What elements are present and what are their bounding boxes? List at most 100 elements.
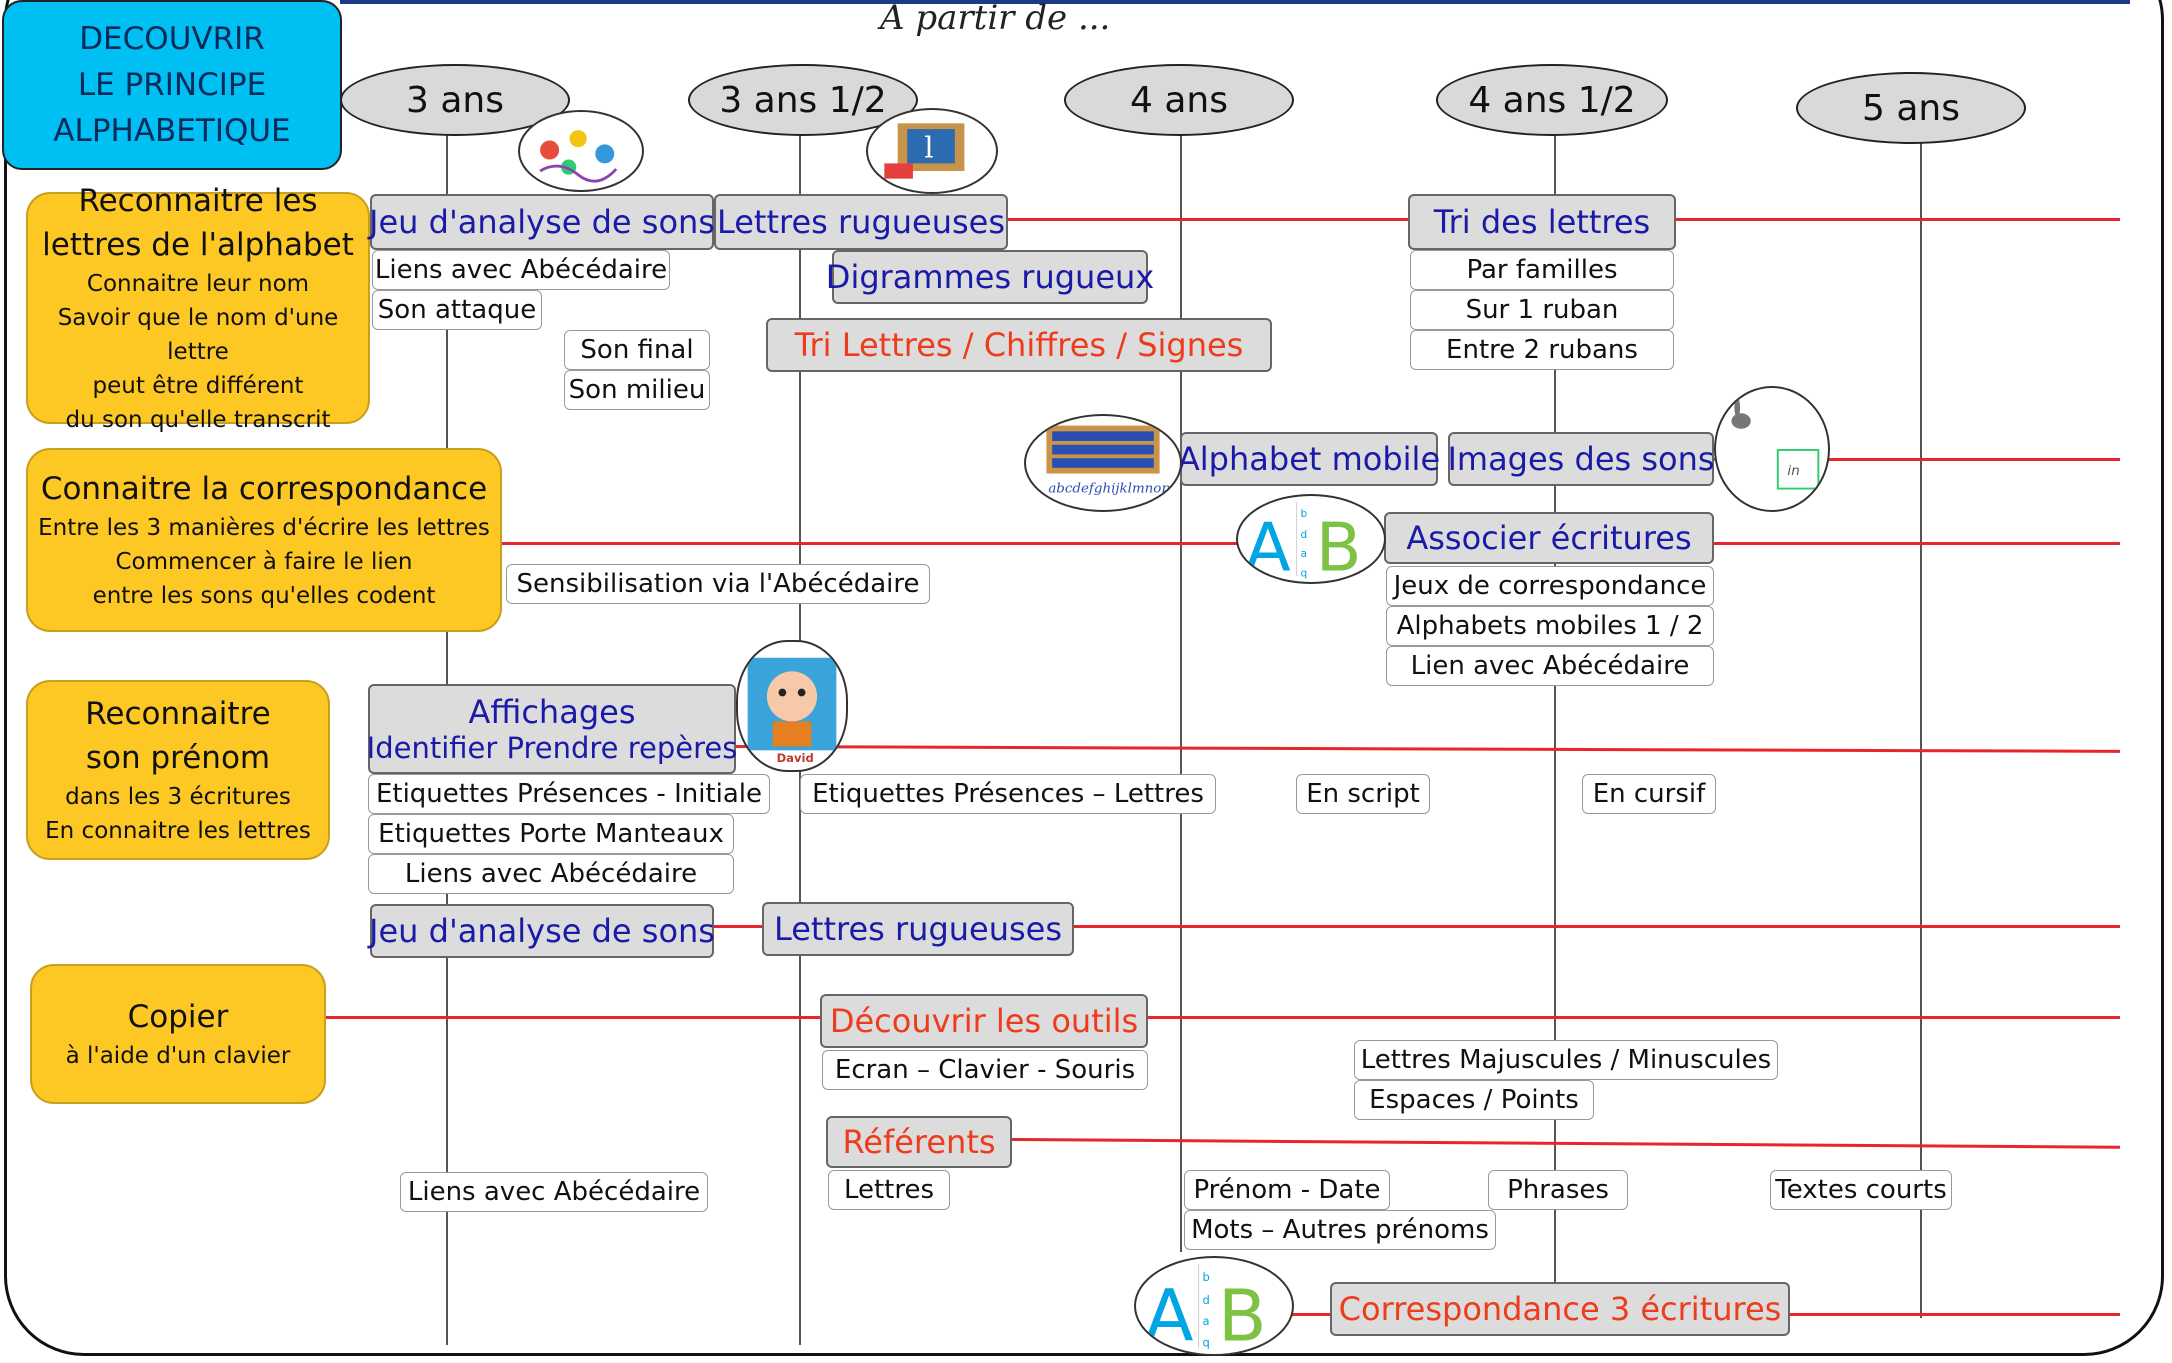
category-line: En connaitre les lettres bbox=[45, 818, 311, 844]
abc-card-image: A b d a q B bbox=[1236, 494, 1386, 584]
category-line: peut être différent bbox=[92, 373, 304, 399]
category-title: Connaitre la correspondance bbox=[40, 471, 488, 507]
category-title: Copier bbox=[127, 999, 229, 1035]
activity-correspondance-3-ecritures: Correspondance 3 écritures bbox=[1330, 1282, 1790, 1336]
letter-small: a bbox=[1300, 548, 1306, 560]
age-5: 5 ans bbox=[1796, 72, 2026, 144]
title-line: DECOUVRIR bbox=[79, 21, 265, 57]
category-line: Savoir que le nom d'une lettre bbox=[57, 305, 339, 365]
category-line: Entre les 3 manières d'écrire les lettre… bbox=[38, 515, 490, 541]
category-line: entre les sons qu'elles codent bbox=[92, 583, 436, 609]
category-title: Reconnaitre bbox=[85, 696, 271, 732]
detail-phrases: Phrases bbox=[1488, 1170, 1628, 1210]
letter-small: d bbox=[1202, 1293, 1209, 1307]
detail-liens-abecedaire: Liens avec Abécédaire bbox=[372, 250, 670, 290]
timeline-lettres-rugueuses bbox=[710, 925, 2120, 928]
detail-par-familles: Par familles bbox=[1410, 250, 1674, 290]
activity-images-des-sons: Images des sons bbox=[1447, 432, 1715, 486]
activity-associer-ecritures: Associer écritures bbox=[1384, 512, 1714, 564]
top-border-line bbox=[340, 0, 2130, 4]
letter-b: B bbox=[1218, 1275, 1267, 1354]
activity-affichages-title: Affichages bbox=[468, 693, 636, 731]
category-line: Connaitre leur nom bbox=[86, 271, 310, 297]
detail-en-cursif: En cursif bbox=[1582, 774, 1716, 814]
letter-small: q bbox=[1300, 567, 1307, 579]
detail-etiquettes-manteaux: Etiquettes Porte Manteaux bbox=[368, 814, 734, 854]
mobile-alphabet-image: abcdefghijklmnop bbox=[1024, 414, 1182, 512]
activity-alphabet-mobile: Alphabet mobile bbox=[1178, 432, 1440, 486]
abc-card-image-2: A b d a q B bbox=[1134, 1256, 1294, 1356]
age-4: 4 ans bbox=[1064, 64, 1294, 136]
detail-son-attaque: Son attaque bbox=[372, 290, 542, 330]
detail-entre-rubans: Entre 2 rubans bbox=[1410, 330, 1674, 370]
letter-b: B bbox=[1316, 509, 1362, 582]
age-line-4 bbox=[1180, 132, 1182, 1252]
category-copier: Copier à l'aide d'un clavier bbox=[30, 964, 326, 1104]
letter-small: a bbox=[1202, 1314, 1209, 1328]
age-4-5: 4 ans 1/2 bbox=[1436, 64, 1668, 136]
letter-small: b bbox=[1202, 1270, 1209, 1284]
category-line: à l'aide d'un clavier bbox=[65, 1043, 291, 1069]
image-tag: in bbox=[1787, 463, 1799, 479]
detail-textes-courts: Textes courts bbox=[1770, 1170, 1952, 1210]
title-box: DECOUVRIR LE PRINCIPE ALPHABETIQUE bbox=[2, 0, 342, 170]
detail-lettres: Lettres bbox=[828, 1170, 950, 1210]
detail-sensibilisation: Sensibilisation via l'Abécédaire bbox=[506, 564, 930, 604]
letter-small: b bbox=[1300, 508, 1307, 520]
age-line-5 bbox=[1920, 138, 1922, 1318]
svg-text:abcdefghijklmnop: abcdefghijklmnop bbox=[1048, 482, 1170, 497]
category-line: du son qu'elle transcrit bbox=[65, 407, 331, 433]
activity-digrammes-rugueux: Digrammes rugueux bbox=[826, 250, 1154, 304]
avatar-name: David bbox=[777, 751, 814, 765]
detail-etiquettes-lettres: Etiquettes Présences – Lettres bbox=[800, 774, 1216, 814]
category-line: Commencer à faire le lien bbox=[115, 549, 413, 575]
activity-lettres-rugueuses: Lettres rugueuses bbox=[714, 194, 1008, 250]
activity-referents: Référents bbox=[826, 1116, 1012, 1168]
title-line: ALPHABETIQUE bbox=[53, 113, 291, 149]
detail-liens-abecedaire-3: Liens avec Abécédaire bbox=[400, 1172, 708, 1212]
activity-jeu-analyse-sons: Jeu d'analyse de sons bbox=[369, 194, 715, 250]
letter-small: q bbox=[1202, 1335, 1209, 1349]
detail-espaces-points: Espaces / Points bbox=[1354, 1080, 1594, 1120]
title-line: LE PRINCIPE bbox=[77, 67, 267, 103]
rough-letters-image: l bbox=[866, 108, 998, 194]
category-title: lettres de l'alphabet bbox=[42, 227, 354, 263]
age-3: 3 ans bbox=[340, 64, 570, 136]
category-title: Reconnaitre les bbox=[78, 183, 318, 219]
activity-decouvrir-outils: Découvrir les outils bbox=[820, 994, 1148, 1048]
detail-alphabets-mobiles: Alphabets mobiles 1 / 2 bbox=[1386, 606, 1714, 646]
svg-text:l: l bbox=[924, 131, 933, 165]
detail-lien-abecedaire: Lien avec Abécédaire bbox=[1386, 646, 1714, 686]
detail-son-final: Son final bbox=[564, 330, 710, 370]
detail-mots-autres-prenoms: Mots – Autres prénoms bbox=[1184, 1210, 1496, 1250]
detail-en-script: En script bbox=[1296, 774, 1430, 814]
category-alphabet: Reconnaitre les lettres de l'alphabet Co… bbox=[26, 183, 370, 433]
category-title: son prénom bbox=[85, 740, 271, 776]
category-correspondance: Connaitre la correspondance Entre les 3 … bbox=[26, 448, 502, 632]
activity-tri-signes: Tri Lettres / Chiffres / Signes bbox=[766, 318, 1272, 372]
letter-small: d bbox=[1300, 529, 1307, 541]
rabbit-image: in bbox=[1714, 386, 1830, 512]
detail-jeux-correspondance: Jeux de correspondance bbox=[1386, 566, 1714, 606]
sound-game-image bbox=[518, 110, 644, 192]
detail-liens-abecedaire-2: Liens avec Abécédaire bbox=[368, 854, 734, 894]
detail-majuscules-minuscules: Lettres Majuscules / Minuscules bbox=[1354, 1040, 1778, 1080]
activity-jeu-analyse-sons-2: Jeu d'analyse de sons bbox=[369, 904, 715, 958]
timeline-images-sons bbox=[1700, 458, 2120, 461]
detail-etiquettes-initiale: Etiquettes Présences - Initiale bbox=[368, 774, 770, 814]
detail-ecran-clavier-souris: Ecran – Clavier - Souris bbox=[822, 1050, 1148, 1090]
activity-lettres-rugueuses-2: Lettres rugueuses bbox=[762, 902, 1074, 956]
detail-sur-ruban: Sur 1 ruban bbox=[1410, 290, 1674, 330]
activity-affichages: Affichages Identifier Prendre repères bbox=[366, 684, 738, 774]
subtitle: A partir de ... bbox=[880, 0, 1111, 38]
diagram-frame bbox=[4, 0, 2164, 1356]
timeline-copier bbox=[322, 1016, 2120, 1019]
category-prenom: Reconnaitre son prénom dans les 3 écritu… bbox=[26, 680, 330, 860]
category-line: dans les 3 écritures bbox=[65, 784, 291, 810]
age-line-4-5 bbox=[1554, 132, 1556, 1312]
detail-prenom-date: Prénom - Date bbox=[1184, 1170, 1390, 1210]
activity-tri-des-lettres: Tri des lettres bbox=[1408, 194, 1676, 250]
activity-identifier: Identifier Prendre repères bbox=[366, 731, 738, 765]
detail-son-milieu: Son milieu bbox=[564, 370, 710, 410]
child-avatar-image: David bbox=[736, 640, 848, 772]
